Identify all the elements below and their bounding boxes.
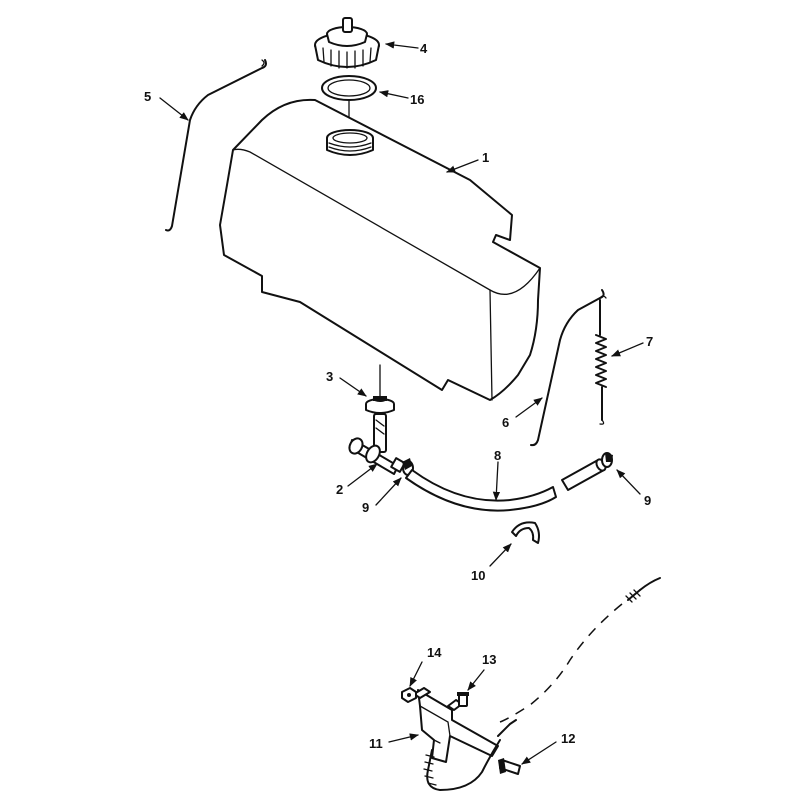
hose-clamp-right bbox=[601, 452, 613, 468]
tank-strap-left bbox=[165, 59, 267, 232]
gasket bbox=[321, 75, 377, 101]
callout-7: 7 bbox=[646, 334, 653, 349]
callout-9-right: 9 bbox=[644, 493, 651, 508]
callout-10: 10 bbox=[471, 568, 485, 583]
callout-11: 11 bbox=[369, 736, 383, 751]
shutoff-valve bbox=[348, 413, 406, 475]
throttle-cable bbox=[499, 577, 661, 723]
fuel-cap bbox=[314, 17, 380, 69]
hose-clip bbox=[511, 521, 540, 544]
callout-2: 2 bbox=[336, 482, 343, 497]
callout-12: 12 bbox=[561, 731, 575, 746]
screw bbox=[457, 692, 469, 707]
callout-13: 13 bbox=[482, 652, 496, 667]
nut bbox=[401, 687, 417, 703]
control-bracket bbox=[413, 687, 517, 791]
callout-8: 8 bbox=[494, 448, 501, 463]
leader-lines bbox=[159, 41, 644, 765]
callout-5: 5 bbox=[144, 89, 151, 104]
tank-strap-right bbox=[530, 289, 605, 447]
callout-9-left: 9 bbox=[362, 500, 369, 515]
bushing bbox=[365, 396, 395, 414]
spring bbox=[595, 295, 607, 425]
callout-6: 6 bbox=[502, 415, 509, 430]
callout-3: 3 bbox=[326, 369, 333, 384]
callout-16: 16 bbox=[410, 92, 424, 107]
callout-1: 1 bbox=[482, 150, 489, 165]
fuel-line bbox=[405, 458, 607, 512]
callout-4: 4 bbox=[420, 41, 428, 56]
control-knob bbox=[498, 758, 521, 775]
callout-14: 14 bbox=[427, 645, 442, 660]
fuel-tank bbox=[219, 98, 541, 401]
